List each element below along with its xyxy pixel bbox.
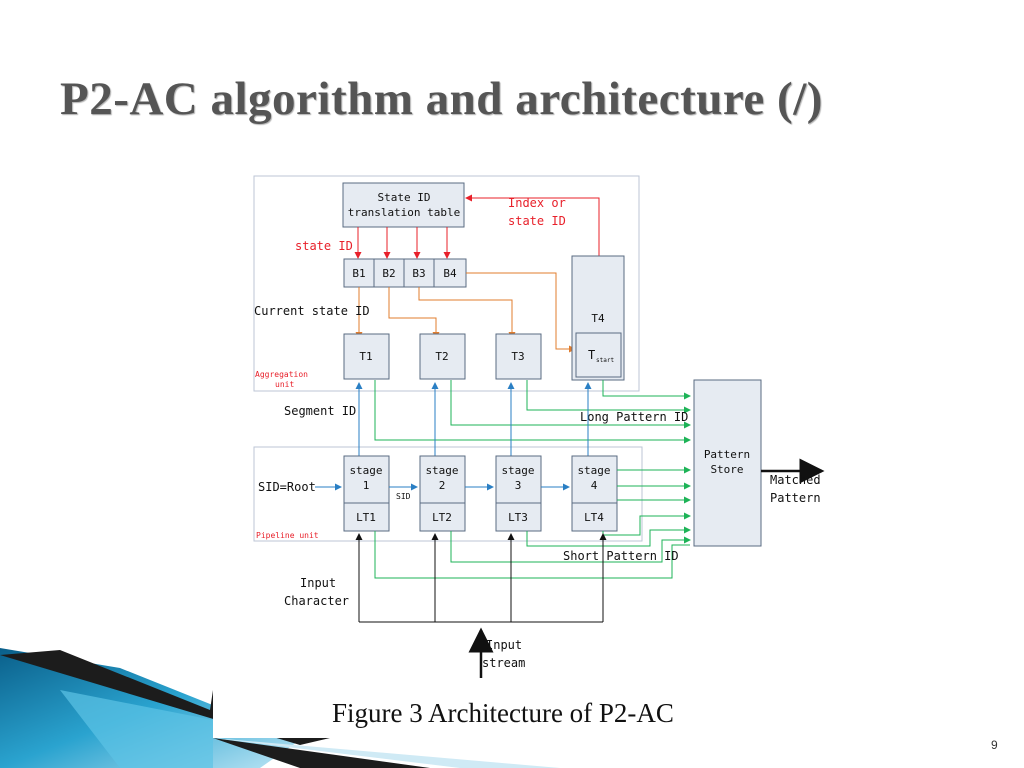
green-short-lt3 <box>526 526 691 547</box>
stage2-box <box>419 455 466 532</box>
aggregation-label-line2: unit <box>275 380 294 389</box>
long-pattern-label: Long Pattern ID <box>580 410 688 424</box>
matched-label-line2: Pattern <box>770 491 821 505</box>
translation-table-box <box>342 182 465 228</box>
pattern-store-box <box>693 379 762 547</box>
green-short-lt1 <box>374 531 690 579</box>
figure-caption: Figure 3 Architecture of P2-AC <box>332 698 674 728</box>
b4-cell <box>433 258 467 288</box>
short-pattern-label: Short Pattern ID <box>563 549 679 563</box>
b3-cell <box>403 258 435 288</box>
t1-label: T1 <box>359 350 372 363</box>
sid-root-label: SID=Root <box>258 480 316 494</box>
stage3-num: 3 <box>515 479 522 492</box>
stage2-name: stage <box>425 464 458 477</box>
slide-title: P2-AC algorithm and architecture (/) <box>60 73 823 125</box>
stage2-num: 2 <box>439 479 446 492</box>
green-long-t1 <box>374 380 691 444</box>
orange-arrow-t2 <box>388 287 440 339</box>
stage1-num: 1 <box>363 479 370 492</box>
pattern-store-line2: Store <box>710 463 743 476</box>
pattern-store-line1: Pattern <box>704 448 750 461</box>
green-long-t3 <box>526 380 691 414</box>
stage3-box <box>495 455 542 532</box>
t3-box <box>495 333 542 380</box>
pipeline-unit-label: Pipeline unit <box>256 531 319 540</box>
index-arrow <box>465 194 600 256</box>
b4-label: B4 <box>443 267 457 280</box>
index-label-line1: Index or <box>508 196 566 210</box>
stage4-num: 4 <box>591 479 598 492</box>
tstart-box <box>575 332 622 378</box>
stage2-lt: LT2 <box>432 511 452 524</box>
caption-panel <box>213 690 771 738</box>
segment-id-label: Segment ID <box>284 404 356 418</box>
input-char-line1: Input <box>300 576 336 590</box>
input-stream-line1: Input <box>486 638 522 652</box>
stage4-box <box>571 455 618 532</box>
page-number: 9 <box>991 738 998 752</box>
sid-label: SID <box>396 492 411 501</box>
tstart-main: T <box>588 348 595 362</box>
stage4-lt: LT4 <box>584 511 604 524</box>
stage3-name: stage <box>501 464 534 477</box>
stage4-name: stage <box>577 464 610 477</box>
state-id-label: state ID <box>295 239 353 253</box>
b2-cell <box>373 258 405 288</box>
matched-label-line1: Matched <box>770 473 821 487</box>
t2-label: T2 <box>435 350 448 363</box>
b2-label: B2 <box>382 267 395 280</box>
stage3-lt: LT3 <box>508 511 528 524</box>
orange-arrow-t3 <box>418 287 516 339</box>
current-state-label: Current state ID <box>254 304 370 318</box>
t2-box <box>419 333 466 380</box>
aggregation-unit-frame <box>253 175 640 392</box>
stage1-lt: LT1 <box>356 511 376 524</box>
green-short-lt2 <box>450 531 691 563</box>
t3-label: T3 <box>511 350 524 363</box>
aggregation-label-line1: Aggregation <box>255 370 308 379</box>
input-char-line2: Character <box>284 594 349 608</box>
b1-label: B1 <box>352 267 365 280</box>
b3-label: B3 <box>412 267 425 280</box>
translation-table-line2: translation table <box>348 206 461 219</box>
index-label-line2: state ID <box>508 214 566 228</box>
translation-table-line1: State ID <box>378 191 431 204</box>
stage1-name: stage <box>349 464 382 477</box>
green-long-t4 <box>602 380 691 400</box>
stage1-box <box>343 455 390 532</box>
t4-label: T4 <box>591 312 605 325</box>
orange-arrow-tstart <box>466 272 576 353</box>
tstart-sub: start <box>596 357 614 364</box>
green-long-t2 <box>450 380 691 429</box>
input-stream-line2: stream <box>482 656 525 670</box>
t1-box <box>343 333 390 380</box>
pipeline-unit-frame <box>253 446 643 542</box>
